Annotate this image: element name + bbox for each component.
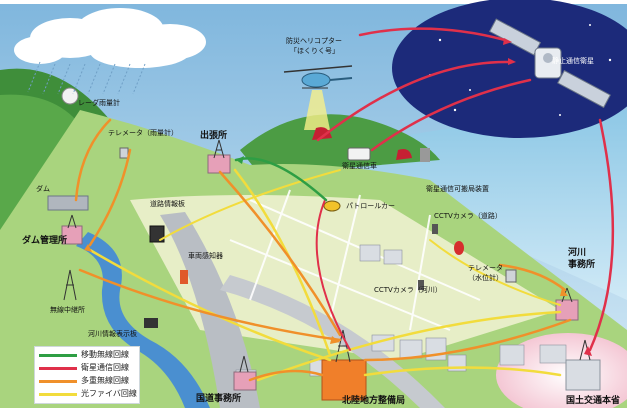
portable-station-icon [420,148,430,162]
regional-bureau-building [321,359,367,401]
antenna-towers [63,139,591,373]
legend-item-mobile: 移動無線回線 [39,349,139,361]
label-regional-bureau: 北陸地方整備局 [342,396,406,406]
arrowheads [84,244,568,344]
legend-item-multiplex: 多重無線回線 [39,375,139,387]
label-river-office-1: 河川 [568,248,587,258]
legend-item-fiber: 光ファイバ回線 [39,388,139,400]
road-info-board-icon [149,225,165,243]
label-telemeter-rain: テレメータ（雨量計） [108,129,178,137]
label-dam: ダム [36,185,50,193]
radar-dome-icon [61,87,79,105]
sat-car-icon [347,147,371,161]
label-cctv-road: CCTVカメラ（道路） [434,212,502,220]
legend: 移動無線回線 衛星通信回線 多重無線回線 光ファイバ回線 [34,346,140,404]
legend-swatch [39,393,77,396]
river [76,232,210,408]
river-office-building [555,299,579,321]
road-vehicle-icon [454,241,464,255]
label-river-office-2: 事務所 [568,260,596,270]
space-area [392,0,627,138]
dam-office-building [61,225,83,245]
legend-label: 衛星通信回線 [81,363,129,372]
legend-item-satellite: 衛星通信回線 [39,362,139,374]
network-lines [74,27,615,382]
label-road-office: 国道事務所 [196,394,242,404]
cctv-road-icon [432,224,438,234]
town-area [130,195,560,360]
label-rain-radar: レーダ雨量計 [78,99,120,107]
dam-structure [47,195,89,211]
sat-dish-icon [312,127,332,140]
label-satellite: 静止通信衛星 [552,57,594,65]
road-office-building [233,371,257,391]
label-sat-portable: 衛星通信可搬局装置 [426,185,489,193]
river-info-board-icon [144,318,158,328]
label-telemeter-water-sub: （水位計） [468,274,503,282]
label-mlit-hq: 国土交通本省 [566,396,621,406]
label-vehicle-sensor: 車両感知器 [188,252,223,260]
telemeter-rain-icon [119,147,129,159]
label-river-info-board: 河川情報表示板 [88,330,137,338]
branch-office-building [207,154,231,174]
legend-swatch [39,354,77,357]
label-sat-car: 衛星通信車 [342,162,377,170]
legend-label: 移動無線回線 [81,350,129,359]
satellite-icon [488,18,611,109]
mlit-hq-building [565,359,601,391]
truck-icon [180,270,188,284]
legend-swatch [39,380,77,383]
telemeter-water-icon [505,269,517,283]
label-helicopter: 防災ヘリコプター [286,37,342,45]
legend-label: 多重無線回線 [81,376,129,385]
label-cctv-river: CCTVカメラ（河川） [374,286,442,294]
patrol-car-icon [323,200,341,212]
label-telemeter-water: テレメータ [468,264,503,272]
label-patrol-car: パトロールカー [346,202,395,210]
legend-label: 光ファイバ回線 [81,389,137,398]
hill-center [240,114,440,175]
highway [160,212,260,408]
label-branch-office: 出張所 [200,131,228,141]
helicopter-icon [283,65,353,89]
cloud-icon [14,8,206,68]
legend-swatch [39,367,77,370]
cctv-river-icon [418,280,424,290]
label-road-info-board: 道路情報板 [150,200,185,208]
label-dam-office: ダム管理所 [22,236,68,246]
label-helicopter-name: 「ほくりく号」 [290,47,339,55]
label-relay-station: 無線中継所 [50,306,85,314]
